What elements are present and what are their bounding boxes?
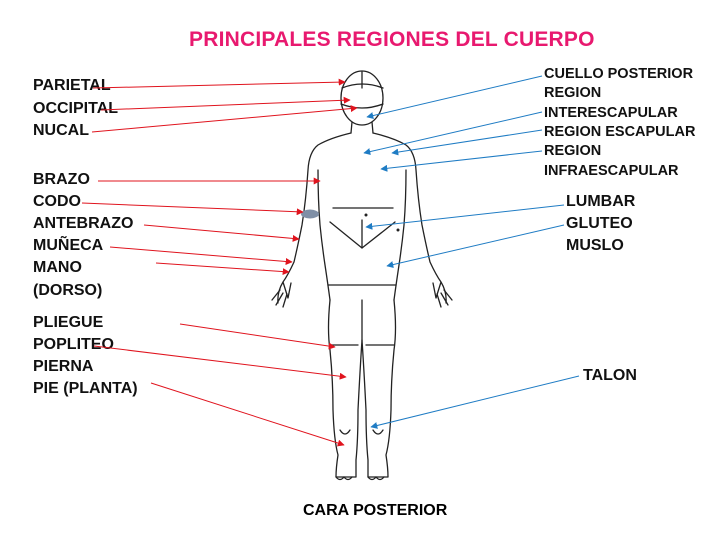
right-arm-shape xyxy=(372,132,447,304)
arrow-pierna xyxy=(93,345,347,380)
arrow-pie-planta xyxy=(150,382,345,447)
dot-mark xyxy=(364,213,368,217)
label-antebrazo: ANTEBRAZO xyxy=(33,215,134,232)
head-shape xyxy=(340,70,384,126)
label-codo: CODO xyxy=(33,193,81,210)
label-pie-planta: PIE (PLANTA) xyxy=(33,380,138,397)
arrow-muneca xyxy=(109,246,293,265)
diagram-caption: CARA POSTERIOR xyxy=(303,502,448,519)
label-region-escapular: REGION ESCAPULAR xyxy=(544,124,696,140)
left-arm-shape xyxy=(277,132,352,304)
label-brazo: BRAZO xyxy=(33,171,90,188)
arrow-talon xyxy=(370,375,580,429)
arrow-occipital xyxy=(100,96,351,111)
arrow-muslo xyxy=(386,224,565,268)
diagram-title: PRINCIPALES REGIONES DEL CUERPO xyxy=(189,28,595,51)
arrow-nucal xyxy=(91,105,358,133)
arrow-parietal xyxy=(92,78,346,89)
arrow-region-escapular xyxy=(391,129,543,156)
label-nucal: NUCAL xyxy=(33,122,89,139)
label-infraescapular: INFRAESCAPULAR xyxy=(544,163,679,179)
label-popliteo: POPLITEO xyxy=(33,336,114,353)
label-mano: MANO xyxy=(33,259,82,276)
label-pierna: PIERNA xyxy=(33,358,94,375)
left-torso-edge xyxy=(317,169,331,301)
left-arrows xyxy=(81,78,358,447)
body-outline xyxy=(271,70,453,481)
left-leg-shape xyxy=(327,299,363,478)
occipital-line xyxy=(340,103,384,109)
right-arrows xyxy=(363,75,580,429)
arrow-infraescapular xyxy=(380,150,543,172)
arrow-antebrazo xyxy=(143,224,300,242)
arrow-cuello-posterior xyxy=(366,75,543,119)
label-region-1: REGION xyxy=(544,85,602,101)
label-lumbar: LUMBAR xyxy=(566,193,636,210)
label-region-2: REGION xyxy=(544,143,602,159)
label-cuello-posterior: CUELLO POSTERIOR xyxy=(544,66,694,82)
label-pliegue: PLIEGUE xyxy=(33,314,104,331)
label-occipital: OCCIPITAL xyxy=(33,100,119,117)
arrow-mano xyxy=(155,262,290,276)
label-gluteo: GLUTEO xyxy=(566,215,633,232)
right-leg-shape xyxy=(361,299,397,478)
arrow-codo xyxy=(81,202,304,216)
label-parietal: PARIETAL xyxy=(33,77,111,94)
arrow-pliegue-popliteo xyxy=(179,323,336,350)
dot-mark xyxy=(396,228,400,232)
label-interescapular: INTERESCAPULAR xyxy=(544,105,678,121)
elbow-marker xyxy=(301,209,319,219)
right-torso-edge xyxy=(393,169,407,301)
label-muslo: MUSLO xyxy=(566,237,624,254)
arrow-interescapular xyxy=(363,111,543,155)
label-talon: TALON xyxy=(583,367,637,384)
label-dorso: (DORSO) xyxy=(33,282,103,299)
arrow-lumbar-gluteo xyxy=(365,204,565,230)
label-muneca: MUÑECA xyxy=(33,237,104,254)
